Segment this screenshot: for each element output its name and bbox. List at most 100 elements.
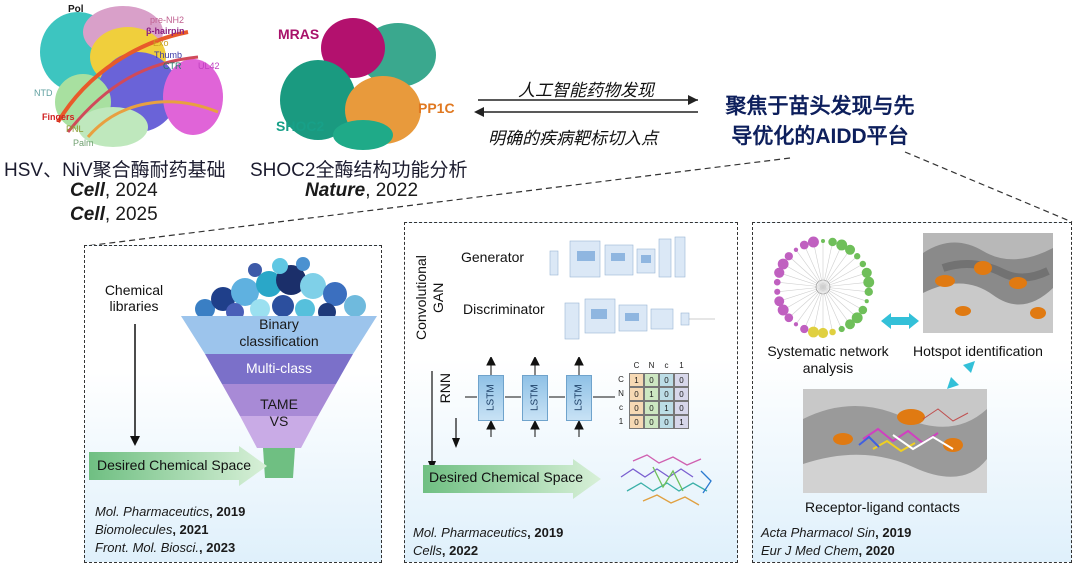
conv-gan-label: Convolutional GAN [413,255,446,341]
grid-cell: 1 [674,415,689,429]
network-node [808,326,819,338]
grid-cell: 0 [644,415,659,429]
receptor-ligand-complex [803,389,987,493]
network-node [773,278,781,286]
grid-header-cell: N [648,361,655,370]
shoc2-label-shoc2: SHOC2 [276,118,325,134]
hsv-citation-2: Cell, 2025 [70,204,158,225]
arrow-bottom-text: 明确的疾病靶标切入点 [488,129,658,148]
generator-label: Generator [461,249,525,265]
grid-row-label: 1 [618,417,624,426]
panel1-ref-3: Front. Mol. Biosci., 2023 [95,540,236,555]
desired-space-arrow-2 [423,459,601,499]
network-node [864,287,873,297]
grid-cell: 0 [674,387,689,401]
grid-cell: 1 [629,373,644,387]
lstm-cell-3: LSTM [566,375,592,421]
lstm-cell-1: LSTM [478,375,504,421]
chemical-libraries-label: Chemical libraries [104,282,164,314]
desired-chemical-space-label-2: Desired Chemical Space [429,469,584,485]
network-node [800,324,809,334]
hsv-label-pnl: PNL [66,124,84,134]
funnel-tame-vs: TAME VS [260,396,298,429]
grid-row-label: c [619,403,623,412]
rnn-label: RNN [437,373,453,404]
network-node [859,260,867,268]
panel2-ref-1: Mol. Pharmaceutics, 2019 [413,525,564,540]
grid-row-label: C [618,375,624,384]
chemical-library-bubbles [195,257,366,321]
panel1-ref-1: Mol. Pharmaceutics, 2019 [95,504,246,519]
shoc2-caption: SHOC2全酶结构功能分析 [250,160,468,181]
network-node [784,252,793,261]
network-node [774,296,785,307]
network-analysis-label: Systematic network analysis [767,343,889,376]
discriminator-label: Discriminator [463,301,545,317]
grid-header-cell: 1 [679,361,684,370]
hotspot-identification-label: Hotspot identification [913,343,1043,359]
grid-cell: 0 [629,401,644,415]
network-node [828,237,837,247]
generated-molecules [620,454,712,506]
network-node [858,305,868,315]
network-node [861,267,872,278]
network-node [863,276,875,288]
grid-cell: 0 [629,387,644,401]
grid-cell: 0 [629,415,644,429]
hsv-label-ul42: UL42 [198,61,220,71]
hsv-label-thumb: Thumb [154,50,183,60]
network-node [845,319,856,330]
network-node [821,239,825,243]
hotspot-surface [923,233,1053,333]
network-node [836,239,848,251]
network-node [807,236,819,248]
grid-cell: 0 [659,373,674,387]
teal-double-arrow-h [881,313,919,329]
funnel-binary-classification: Binary classification [239,316,319,349]
panel3-ref-2: Eur J Med Chem, 2020 [761,543,895,558]
lstm-chain-arrows [465,357,615,437]
grid-cell: 0 [659,387,674,401]
desired-chemical-space-label: Desired Chemical Space [97,457,252,473]
network-node [799,240,809,250]
platform-title-line2: 导优化的AIDD平台 [731,125,909,148]
grid-cell: 1 [644,387,659,401]
teal-double-arrow-diag [947,361,975,389]
network-node [829,328,836,336]
grid-cell: 0 [674,401,689,415]
network-node [774,267,785,278]
funnel-multi-class: Multi-class [245,360,313,376]
hsv-label-ntd: NTD [34,88,53,98]
hsv-label-pol: Pol [68,4,84,15]
panel2-ref-2: Cells, 2022 [413,543,479,558]
network-node [777,258,789,270]
network-node [793,322,799,327]
grid-cell: 1 [659,401,674,415]
hsv-caption: HSV、NiV聚合酶耐药基础 [4,160,226,181]
grid-cell: 0 [644,373,659,387]
hsv-label-palm: Palm [73,138,94,148]
grid-cell: 0 [659,415,674,429]
lstm-cell-2: LSTM [522,375,548,421]
network-node [817,327,829,339]
network-node [777,304,789,316]
grid-cell: 0 [674,373,689,387]
arrow-top-text: 人工智能药物发现 [518,81,654,100]
desired-space-arrow [89,446,267,486]
network-node [838,325,845,333]
network-node [784,313,794,323]
hsv-label-exo: Exo [153,38,169,48]
network-node [864,299,869,304]
screening-funnel: Binary classification Multi-class TAME V… [181,316,377,506]
network-node [845,244,856,255]
gan-architecture-diagram [549,236,715,340]
panel-virtual-screening: Chemical libraries Binary classificati [84,245,382,563]
vertical-arrow [428,371,436,471]
platform-title: 聚焦于苗头发现与先 导优化的AIDD平台 [705,92,935,152]
receptor-ligand-label: Receptor-ligand contacts [805,499,960,515]
hsv-polymerase-structure: Pol pre-NH2 β-hairpin Exo Thumb CTR UL42… [28,2,248,152]
grid-cell: 0 [644,401,659,415]
panel3-ref-1: Acta Pharmacol Sin, 2019 [761,525,912,540]
network-node [854,253,861,260]
